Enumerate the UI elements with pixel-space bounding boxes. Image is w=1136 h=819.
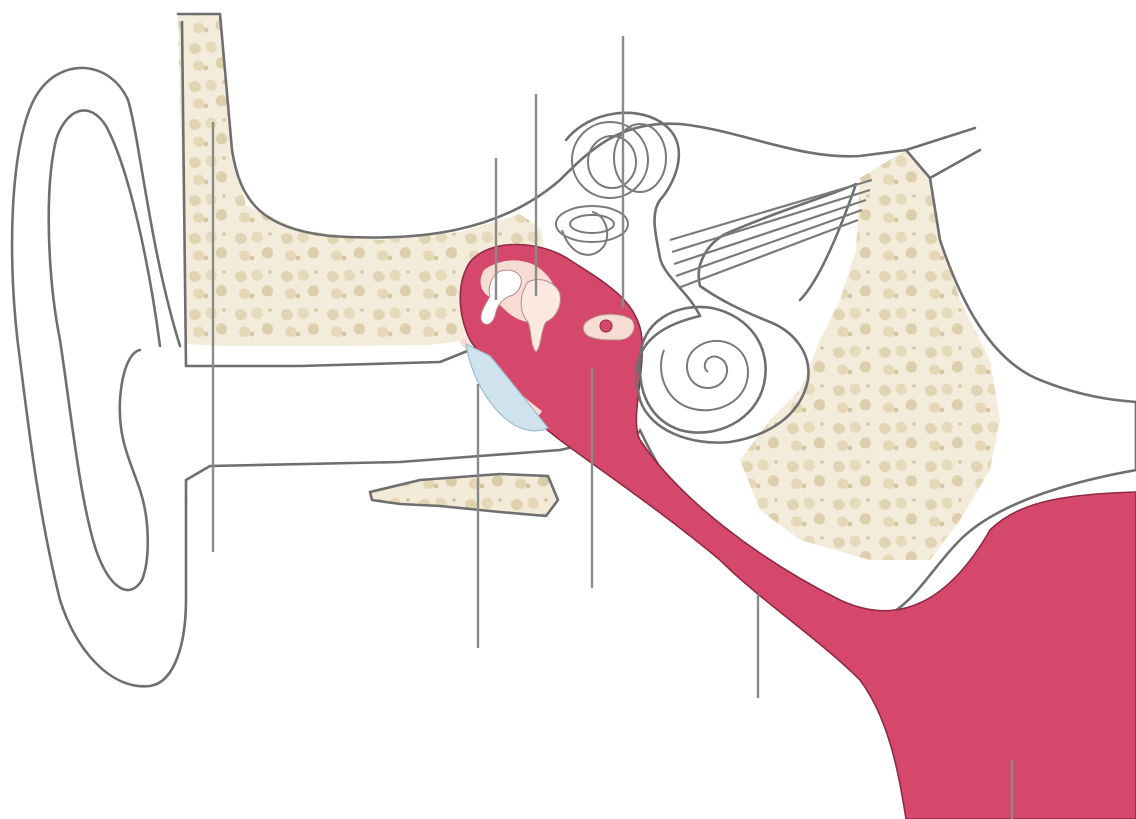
vestibulocochlear-nerve <box>670 180 872 288</box>
cochlea-spiral <box>661 341 748 410</box>
auricle-outline <box>12 68 186 686</box>
semicircular-canal-lateral <box>556 206 628 242</box>
semicircular-canal-inner <box>588 136 636 188</box>
cochlea-outline <box>640 307 766 433</box>
stapes-footplate <box>600 320 612 332</box>
